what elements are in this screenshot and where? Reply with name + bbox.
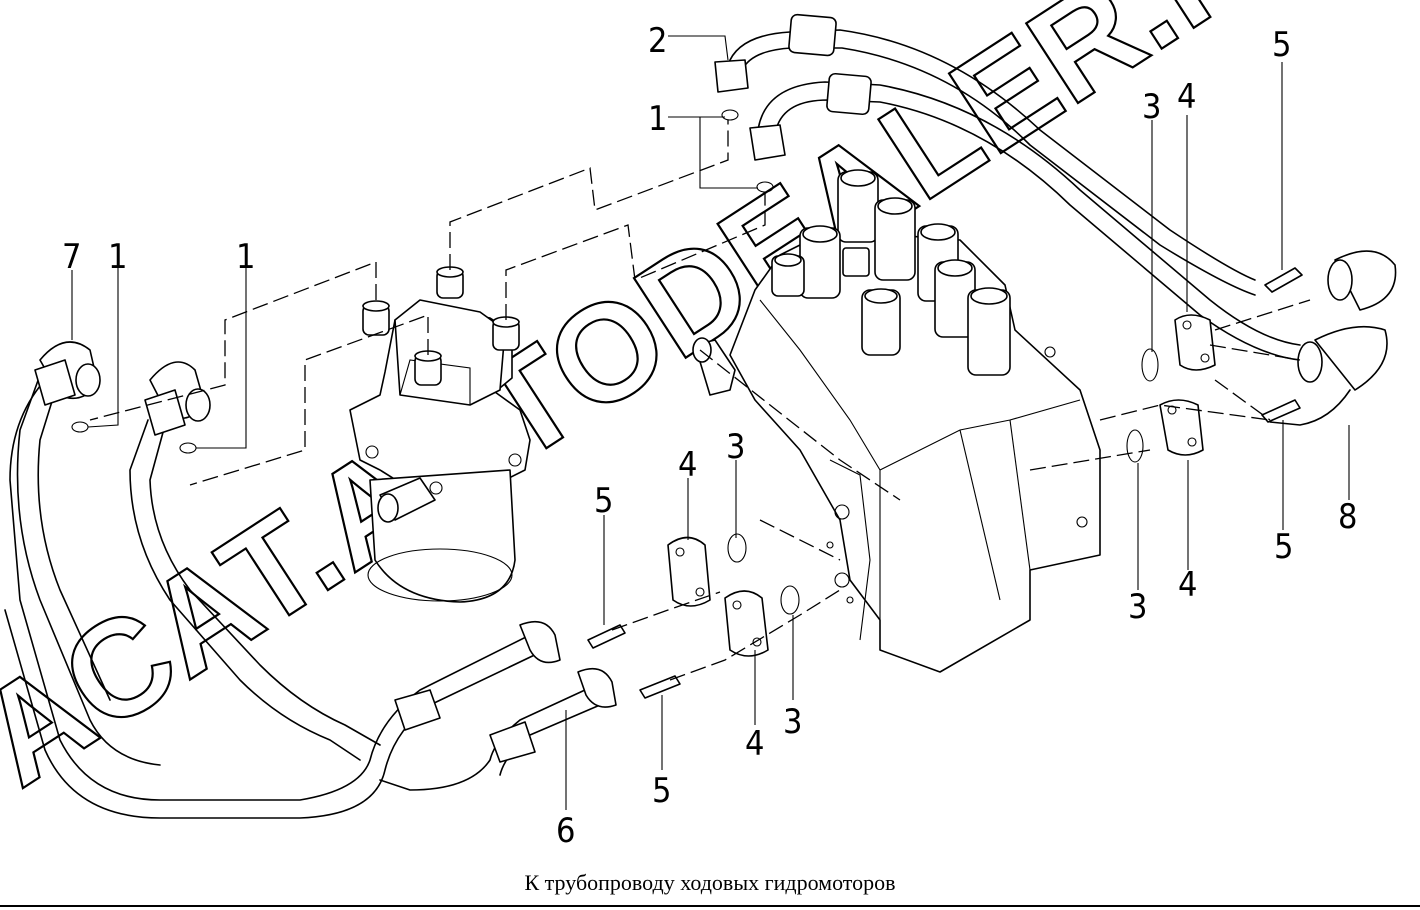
- callout-8: 8: [1338, 497, 1357, 537]
- bottom-hoses: [4, 379, 617, 819]
- top-hoses: [714, 13, 1301, 361]
- callout-3-right: 3: [1128, 587, 1147, 627]
- o-ring-top-1: [721, 109, 739, 121]
- callout-3-top-right: 3: [1142, 87, 1161, 127]
- callout-3-bottom: 3: [783, 702, 802, 742]
- callout-7: 7: [62, 237, 81, 277]
- dashed-connections: [89, 120, 1311, 681]
- callout-1-left-b: 1: [236, 237, 255, 277]
- control-valve-block: [692, 169, 1101, 673]
- callout-6: 6: [556, 811, 575, 851]
- callout-4-top-right: 4: [1177, 77, 1196, 117]
- leader-lines: [71, 35, 1350, 810]
- callout-4-bottom: 4: [745, 724, 764, 764]
- callout-5-bottom: 5: [652, 771, 671, 811]
- callout-5-right: 5: [1274, 527, 1293, 567]
- right-elbows: [1126, 250, 1397, 463]
- callout-1-left-a: 1: [108, 237, 127, 277]
- left-hoses: [16, 341, 381, 766]
- callout-3-mid: 3: [726, 427, 745, 467]
- callouts: 2 1 5 3 4 7 1 1 4 3 5 5 8 3 4 4 3 5 6: [62, 21, 1357, 851]
- bottom-frame-line: [0, 905, 1420, 907]
- bottom-flanges: [587, 533, 800, 699]
- callout-5-top-right: 5: [1272, 25, 1291, 65]
- callout-4-mid: 4: [678, 445, 697, 485]
- diagram-caption: К трубопроводу ходовых гидромоторов: [524, 870, 896, 895]
- callout-1-top: 1: [648, 99, 667, 139]
- callout-4-right: 4: [1178, 565, 1197, 605]
- valve-towers: [771, 169, 1011, 376]
- callout-2: 2: [648, 21, 667, 61]
- callout-5-mid: 5: [594, 481, 613, 521]
- pump-assembly: [349, 266, 531, 603]
